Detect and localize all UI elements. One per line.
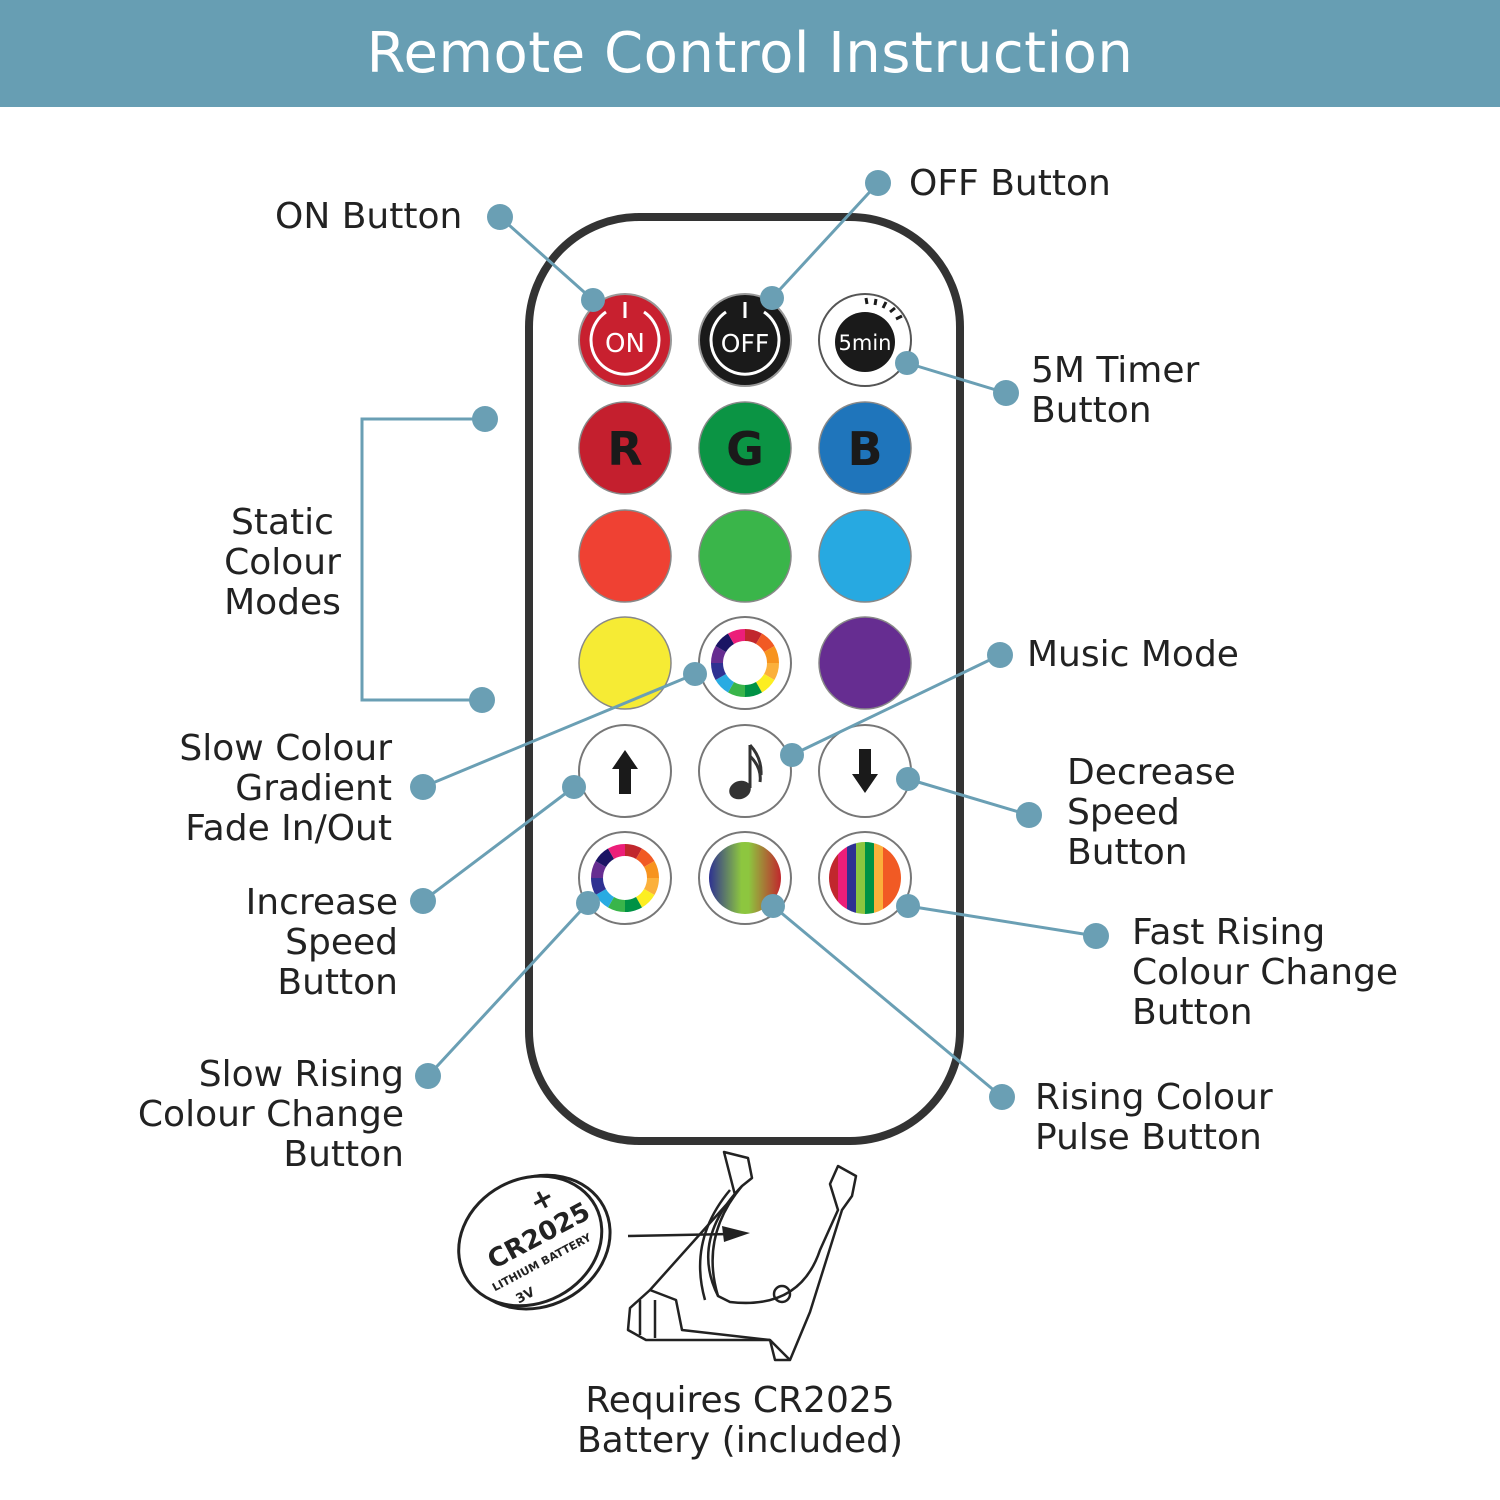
- color-wheel-segment: [608, 897, 625, 912]
- music-button[interactable]: [698, 724, 792, 818]
- color-wheel-segment: [636, 889, 655, 908]
- svg-text:R: R: [607, 422, 642, 476]
- color-wheel-segment: [644, 878, 659, 895]
- arrow-icon: [627, 1226, 750, 1242]
- music-mode-callout: Music Mode: [1027, 634, 1239, 675]
- color-wheel-segment: [745, 629, 762, 644]
- music-note-icon: [729, 743, 763, 800]
- pulse-button-callout: Rising Colour Pulse Button: [1035, 1077, 1273, 1158]
- fast-rising-callout: Fast Rising Colour Change Button: [1132, 912, 1399, 1033]
- color-wheel-segment: [756, 674, 775, 693]
- power-icon: [589, 310, 661, 376]
- timer-icon: [864, 297, 903, 321]
- timer-button-callout: 5M Timer Button: [1031, 350, 1200, 431]
- static-colour-modes-callout: Static Colour Modes: [224, 502, 341, 623]
- color-wheel-segment: [625, 897, 642, 912]
- yellow-button[interactable]: [578, 616, 672, 710]
- battery-holder: [626, 1150, 858, 1362]
- color-wheel-segment: [595, 848, 614, 867]
- green-light-button[interactable]: [698, 509, 792, 603]
- coin-battery: + CR2025 LITHIUM BATTERY 3V: [457, 1173, 612, 1311]
- slow-gradient-button[interactable]: [698, 616, 792, 710]
- color-wheel-segment: [625, 844, 642, 859]
- timer-button[interactable]: 5min: [818, 293, 912, 387]
- page-title: Remote Control Instruction: [366, 21, 1134, 86]
- color-wheel-segment: [745, 682, 762, 697]
- purple-button[interactable]: [818, 616, 912, 710]
- slow-gradient-callout: Slow Colour Gradient Fade In/Out: [179, 728, 392, 849]
- color-wheel-icon: [711, 629, 779, 697]
- gradient-icon: [709, 842, 781, 914]
- color-wheel-segment: [715, 674, 734, 693]
- color-wheel-segment: [608, 844, 625, 859]
- arrow-up-icon: [612, 750, 638, 794]
- color-wheel-segment: [591, 878, 606, 895]
- off-button[interactable]: OFF: [698, 293, 792, 387]
- header-banner: Remote Control Instruction: [0, 0, 1500, 107]
- blue-light-button[interactable]: [818, 509, 912, 603]
- green-button[interactable]: G: [698, 401, 792, 495]
- increase-speed-callout: Increase Speed Button: [245, 882, 398, 1003]
- svg-text:G: G: [726, 422, 764, 476]
- slow-rising-button[interactable]: [578, 831, 672, 925]
- color-wheel-segment: [756, 633, 775, 652]
- color-wheel-segment: [764, 646, 779, 663]
- fast-rising-button[interactable]: [818, 831, 912, 925]
- connector-lines: [360, 181, 1097, 1099]
- color-wheel-segment: [711, 663, 726, 680]
- decrease-speed-callout: Decrease Speed Button: [1067, 752, 1236, 873]
- on-button[interactable]: ON: [578, 293, 672, 387]
- red-light-button[interactable]: [578, 509, 672, 603]
- color-wheel-segment: [591, 861, 606, 878]
- arrow-down-icon: [852, 749, 878, 793]
- off-button-label: OFF: [721, 329, 769, 358]
- color-wheel-segment: [711, 646, 726, 663]
- blue-button[interactable]: B: [818, 401, 912, 495]
- power-icon: [709, 310, 781, 376]
- connector-dots: [410, 170, 1109, 1110]
- color-wheel-segment: [644, 861, 659, 878]
- timer-button-label: 5min: [839, 331, 892, 355]
- off-button-callout: OFF Button: [909, 163, 1111, 204]
- speed-down-button[interactable]: [818, 724, 912, 818]
- stripes-icon: [829, 842, 901, 914]
- battery-caption: Requires CR2025 Battery (included): [576, 1380, 904, 1461]
- red-button[interactable]: R: [578, 401, 672, 495]
- svg-text:B: B: [847, 422, 882, 476]
- on-button-callout: ON Button: [275, 196, 463, 237]
- color-wheel-segment: [636, 848, 655, 867]
- color-wheel-segment: [728, 682, 745, 697]
- speed-up-button[interactable]: [578, 724, 672, 818]
- pulse-button[interactable]: [698, 831, 792, 925]
- color-wheel-segment: [595, 889, 614, 908]
- color-wheel-segment: [728, 629, 745, 644]
- on-button-label: ON: [605, 329, 645, 359]
- slow-rising-callout: Slow Rising Colour Change Button: [137, 1054, 404, 1175]
- color-wheel-segment: [764, 663, 779, 680]
- color-wheel-icon: [591, 844, 659, 912]
- color-wheel-segment: [715, 633, 734, 652]
